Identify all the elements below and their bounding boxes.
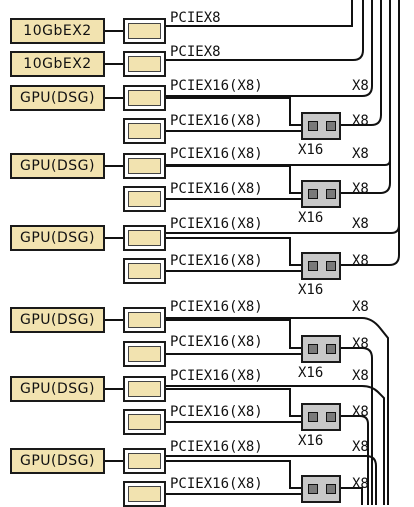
pcie-switch-5	[301, 403, 341, 431]
pcie-switch-2	[301, 180, 341, 208]
bus-line-12	[341, 415, 369, 505]
lane-label-top-1: X8	[352, 78, 369, 94]
slot-label-7: PCIEX16(X8)	[170, 216, 263, 232]
lane-label-top-6: X8	[352, 439, 369, 455]
lane-label-top-5: X8	[352, 368, 369, 384]
bus-line-14	[341, 487, 363, 505]
slot-label-8: PCIEX16(X8)	[170, 253, 263, 269]
device-nic-2: 10GbEX2	[10, 51, 105, 77]
pcie-switch-4	[301, 335, 341, 363]
pcie-slot-10	[123, 341, 166, 367]
pcie-slot-11	[123, 376, 166, 402]
slot-label-3: PCIEX16(X8)	[170, 78, 263, 94]
bus-line-4	[341, 0, 382, 126]
device-gpu-3: GPU(DSG)	[10, 225, 105, 251]
bus-line-11	[166, 385, 385, 505]
slot-label-1: PCIEX8	[170, 10, 221, 26]
pcie-slot-8	[123, 258, 166, 284]
device-gpu-5: GPU(DSG)	[10, 376, 105, 402]
bus-line-1	[166, 0, 353, 27]
pcie-slot-13	[123, 448, 166, 474]
slot-label-12: PCIEX16(X8)	[170, 404, 263, 420]
bus-line-2	[166, 0, 364, 61]
lane-label-sw-out-6: X8	[352, 476, 369, 492]
bus-line-7	[166, 0, 391, 166]
device-gpu-1: GPU(DSG)	[10, 85, 105, 111]
slot-label-13: PCIEX16(X8)	[170, 439, 263, 455]
bus-line-13	[166, 455, 377, 505]
slot-label-10: PCIEX16(X8)	[170, 334, 263, 350]
slot-label-14: PCIEX16(X8)	[170, 476, 263, 492]
device-gpu-2: GPU(DSG)	[10, 153, 105, 179]
pcie-switch-1	[301, 112, 341, 140]
pcie-slot-14	[123, 481, 166, 507]
pcie-slot-2	[123, 51, 166, 77]
bus-line-10	[341, 347, 373, 505]
slot-label-4: PCIEX16(X8)	[170, 113, 263, 129]
slot-label-6: PCIEX16(X8)	[170, 181, 263, 197]
bus-line-3	[166, 0, 373, 97]
device-nic-1: 10GbEX2	[10, 18, 105, 44]
lane-label-sw-in-2: X16	[298, 210, 324, 226]
slot-label-9: PCIEX16(X8)	[170, 299, 263, 315]
lane-label-sw-in-4: X16	[298, 365, 324, 381]
bus-line-9	[166, 317, 389, 505]
pcie-slot-6	[123, 186, 166, 212]
pcie-slot-12	[123, 409, 166, 435]
pcie-slot-5	[123, 153, 166, 179]
pcie-switch-3	[301, 252, 341, 280]
slot-label-5: PCIEX16(X8)	[170, 146, 263, 162]
lane-label-sw-out-2: X8	[352, 181, 369, 197]
device-gpu-6: GPU(DSG)	[10, 448, 105, 474]
lane-label-sw-out-5: X8	[352, 404, 369, 420]
lane-label-top-3: X8	[352, 216, 369, 232]
pcie-slot-7	[123, 225, 166, 251]
slot-label-2: PCIEX8	[170, 44, 221, 60]
lane-label-sw-out-1: X8	[352, 113, 369, 129]
bus-line-5	[341, 0, 391, 194]
lane-label-sw-out-3: X8	[352, 253, 369, 269]
pcie-slot-9	[123, 307, 166, 333]
lane-label-sw-in-5: X16	[298, 433, 324, 449]
slot-label-11: PCIEX16(X8)	[170, 368, 263, 384]
pcie-slot-3	[123, 85, 166, 111]
pcie-switch-6	[301, 475, 341, 503]
device-gpu-4: GPU(DSG)	[10, 307, 105, 333]
lane-label-top-2: X8	[352, 146, 369, 162]
pcie-slot-4	[123, 118, 166, 144]
lane-label-top-4: X8	[352, 299, 369, 315]
lane-label-sw-in-3: X16	[298, 282, 324, 298]
lane-label-sw-in-1: X16	[298, 142, 324, 158]
bus-line-6	[341, 0, 400, 266]
pcie-slot-1	[123, 18, 166, 44]
bus-line-8	[166, 0, 400, 234]
lane-label-sw-out-4: X8	[352, 336, 369, 352]
